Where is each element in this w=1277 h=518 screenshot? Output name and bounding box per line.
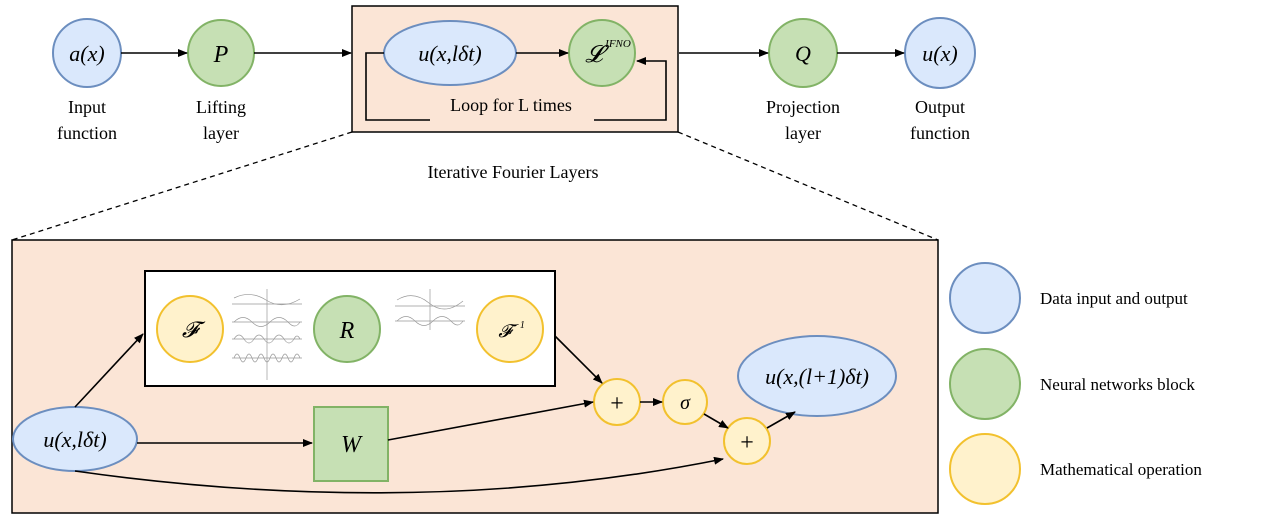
legend-nn-label: Neural networks block (1040, 375, 1195, 394)
arrow-state-to-fourier (74, 333, 144, 408)
arrow-spectral-to-sum1 (554, 335, 603, 384)
linear-weight-node (313, 406, 389, 482)
arrow-skip-to-sum2 (74, 456, 724, 494)
state-out-label: u(x,(l+1)δt) (765, 364, 869, 389)
input-caption-line1: Input (68, 97, 106, 117)
projection-layer-label: Q (795, 41, 811, 66)
output-function-node (904, 17, 976, 89)
fourier-transform-node (156, 295, 224, 363)
output-caption-line2: function (910, 123, 970, 143)
lifting-caption-line1: Lifting (196, 97, 246, 117)
loop-feedback-arrow (636, 57, 667, 121)
filtered-modes-graphic (395, 289, 465, 330)
projection-caption-line1: Projection (766, 97, 840, 117)
section-caption: Iterative Fourier Layers (428, 162, 599, 182)
sum-node-2 (723, 417, 771, 465)
spectral-weight-label: R (339, 318, 355, 344)
activation-node (662, 379, 708, 425)
output-function-label: u(x) (922, 41, 957, 66)
legend: Data input and output Neural networks bl… (949, 262, 1202, 505)
sum-node-1-label: + (610, 391, 624, 417)
ifno-operator-node (568, 19, 636, 87)
legend-data-label: Data input and output (1040, 289, 1188, 308)
zoom-line-left (11, 131, 353, 241)
input-function-label: a(x) (69, 41, 104, 66)
activation-label: σ (680, 392, 691, 414)
zoom-line-right (677, 131, 939, 241)
ifno-operator-superscript: IFNO (604, 38, 631, 50)
loop-state-label: u(x,lδt) (418, 41, 481, 66)
linear-weight-label: W (341, 432, 363, 458)
arrow-w-to-sum1 (387, 399, 594, 441)
arrow-activation-to-sum2 (703, 413, 729, 429)
legend-math-swatch (949, 433, 1021, 505)
inverse-fourier-superscript: −1 (513, 320, 525, 331)
loop-caption: Loop for L times (450, 95, 572, 115)
inverse-fourier-node (476, 295, 544, 363)
legend-nn-swatch (949, 348, 1021, 420)
state-in-label: u(x,lδt) (43, 427, 106, 452)
sum-node-2-label: + (740, 430, 754, 456)
loop-feedback-line-left (365, 52, 385, 121)
legend-math-label: Mathematical operation (1040, 460, 1202, 479)
state-out-node (737, 335, 897, 417)
lifting-layer-label: P (213, 42, 229, 68)
lifting-caption-line2: layer (203, 123, 239, 143)
spectral-weight-node (313, 295, 381, 363)
projection-caption-line2: layer (785, 123, 821, 143)
legend-data-swatch (949, 262, 1021, 334)
fourier-modes-graphic (232, 289, 302, 380)
output-caption-line1: Output (915, 97, 965, 117)
input-caption-line2: function (57, 123, 117, 143)
arrow-sum2-to-output (766, 411, 796, 429)
